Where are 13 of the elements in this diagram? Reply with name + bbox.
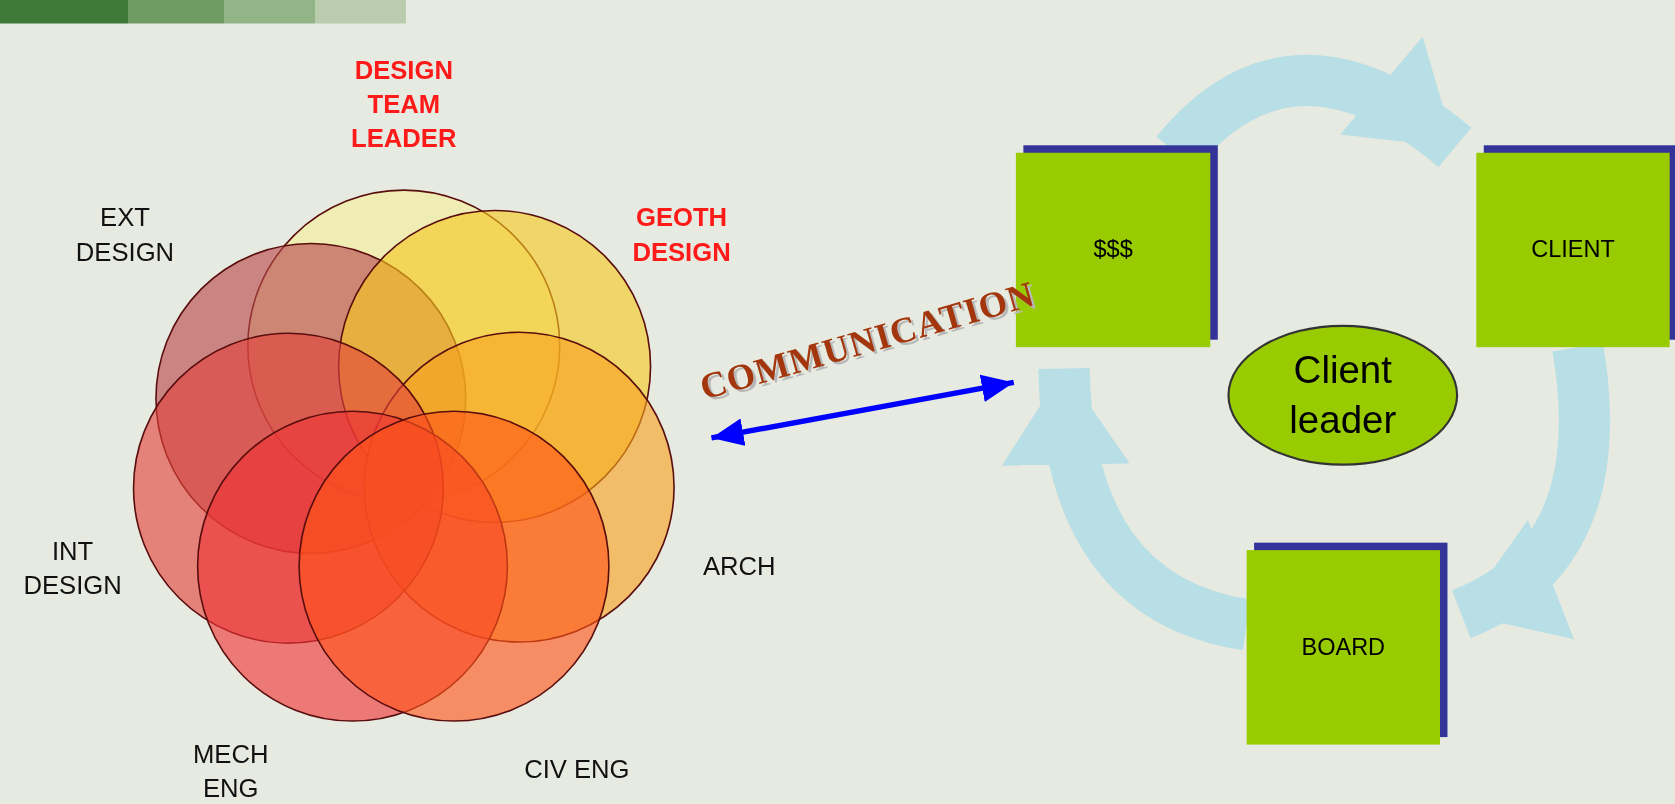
group-label: GEOTH DESIGN [631, 201, 732, 268]
double-arrow [710, 374, 1015, 446]
group-label: CIV ENG [523, 753, 631, 785]
group-label: MECH ENG [192, 738, 270, 804]
group-label: DESIGN TEAM LEADER [350, 54, 458, 155]
group-label: INT DESIGN [22, 535, 123, 602]
box-label: $$$ [1093, 236, 1133, 264]
box-label: BOARD [1301, 633, 1386, 662]
group-label: EXT DESIGN [74, 201, 176, 268]
cycle-arrow [1157, 37, 1471, 170]
box-label: CLIENT [1531, 236, 1615, 264]
ellipse-label: Client leader [1288, 347, 1398, 444]
group-label: ARCH [701, 550, 777, 583]
